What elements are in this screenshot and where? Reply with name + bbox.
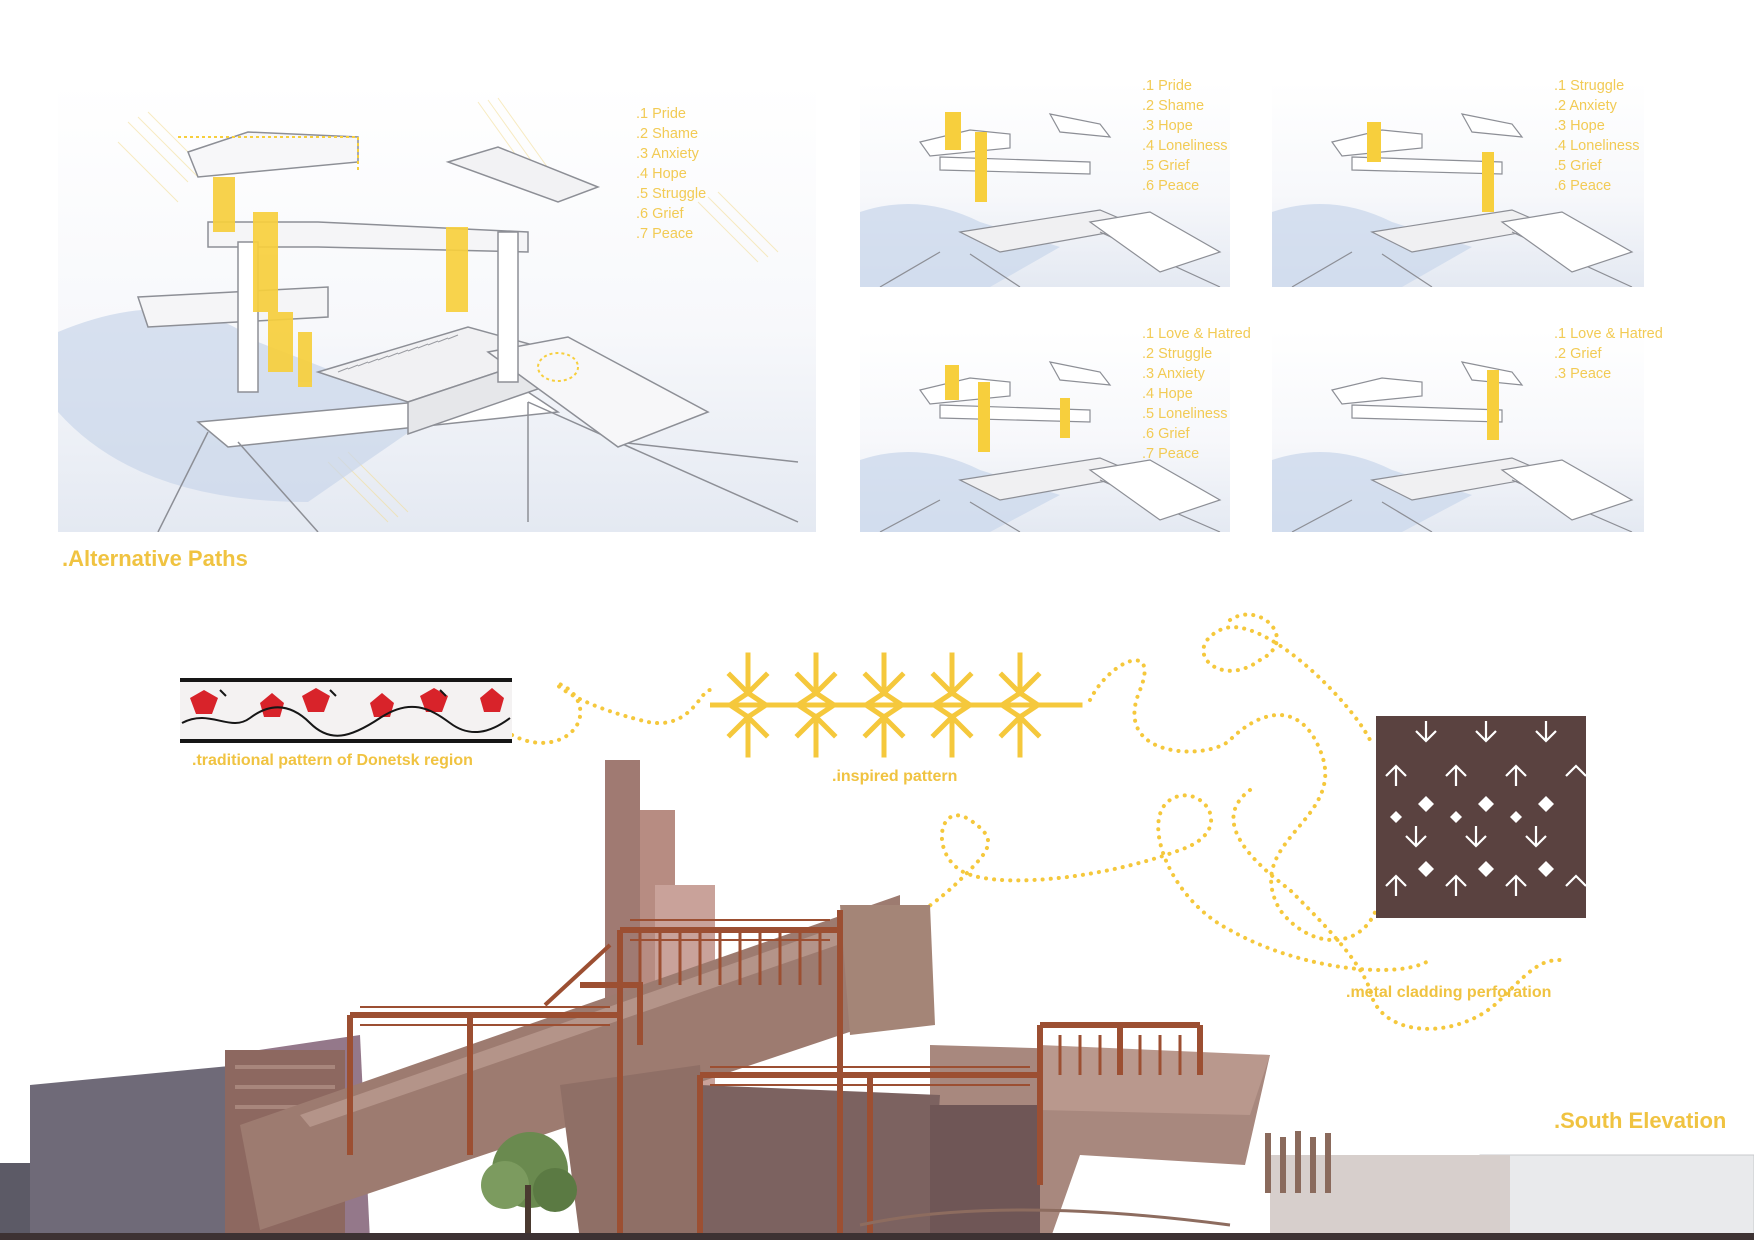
render-variant-2 <box>1272 82 1644 287</box>
path-list-variant-1: .1 Pride .2 Shame .3 Hope .4 Loneliness … <box>1142 78 1228 194</box>
cladding-perforation-sample <box>1376 716 1586 918</box>
path-list-main: .1 Pride .2 Shame .3 Anxiety .4 Hope .5 … <box>636 106 707 242</box>
path-list-variant-4: .1 Love & Hatred .2 Grief .3 Peace <box>1554 326 1663 382</box>
south-elevation-drawing <box>0 755 1754 1240</box>
caption-inspired-pattern: .inspired pattern <box>832 768 958 785</box>
path-list-variant-3: .1 Love & Hatred .2 Struggle .3 Anxiety … <box>1142 326 1251 462</box>
main-render <box>58 82 816 532</box>
path-list-variant-2: .1 Struggle .2 Anxiety .3 Hope .4 Loneli… <box>1554 78 1640 194</box>
traditional-pattern <box>180 678 512 743</box>
render-variant-1 <box>860 82 1230 287</box>
render-variant-3 <box>860 330 1230 532</box>
caption-cladding-perforation: .metal cladding perforation <box>1346 984 1552 1001</box>
caption-traditional-pattern: .traditional pattern of Donetsk region <box>192 752 473 769</box>
section-title-south-elevation: .South Elevation <box>1554 1108 1727 1133</box>
section-title-alternative-paths: .Alternative Paths <box>62 546 248 571</box>
inspired-pattern <box>710 650 1090 760</box>
render-variant-4 <box>1272 330 1644 532</box>
